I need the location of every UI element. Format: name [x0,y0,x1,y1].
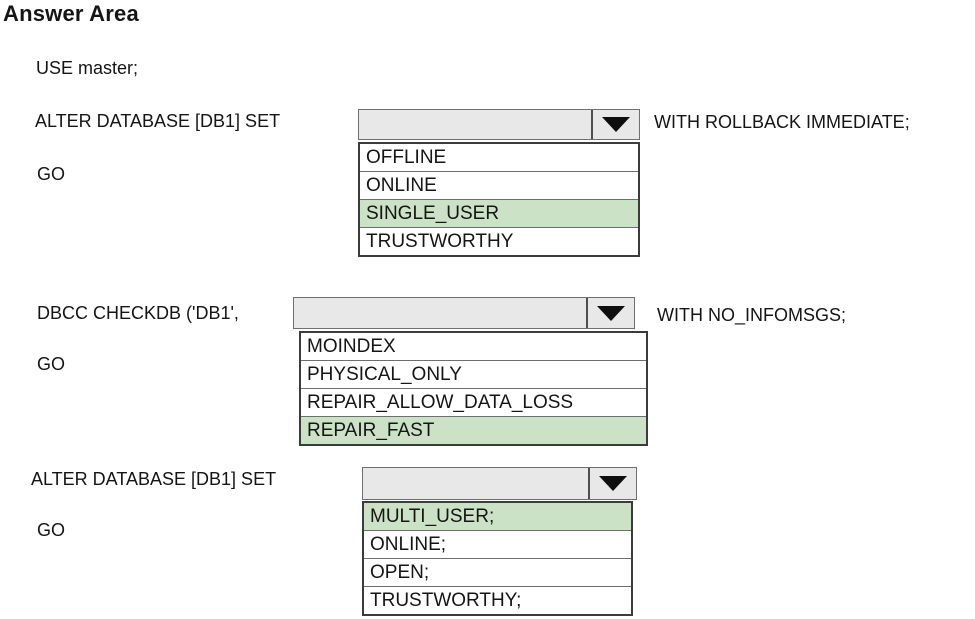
dropdown-option[interactable]: MULTI_USER; [364,503,631,530]
dropdown-option[interactable]: REPAIR_ALLOW_DATA_LOSS [301,388,646,416]
dropdown-option[interactable]: OPEN; [364,558,631,586]
dropdown-3-arrow-button[interactable] [588,468,636,499]
chevron-down-icon [599,476,627,491]
statement-go-3: GO [37,520,66,540]
statement-alter-database-2: ALTER DATABASE [DB1] SET [31,469,277,489]
dropdown-1-value[interactable] [359,110,591,139]
statement-with-rollback: WITH ROLLBACK IMMEDIATE; [654,112,910,132]
dropdown-3[interactable] [362,467,637,500]
page-title: Answer Area [3,1,139,26]
dropdown-option[interactable]: SINGLE_USER [360,199,638,227]
dropdown-option[interactable]: PHYSICAL_ONLY [301,360,646,388]
dropdown-option[interactable]: MOINDEX [307,336,396,357]
dropdown-3-options-list: MULTI_USER; ONLINE; OPEN; TRUSTWORTHY; [362,501,633,616]
statement-go-1: GO [37,164,66,184]
dropdown-2-arrow-button[interactable] [586,298,634,328]
statement-use-master: USE master; [36,58,139,78]
dropdown-option[interactable]: OFFLINE [366,147,447,168]
statement-dbcc-checkdb: DBCC CHECKDB ('DB1', [37,303,239,323]
dropdown-1[interactable] [358,109,640,140]
chevron-down-icon [597,305,625,321]
dropdown-1-arrow-button[interactable] [591,110,639,139]
dropdown-3-value[interactable] [363,468,588,499]
dropdown-2-value[interactable] [294,298,586,328]
dropdown-option[interactable]: ONLINE; [364,530,631,558]
dropdown-option[interactable]: REPAIR_FAST [301,416,646,444]
dropdown-option[interactable]: ONLINE [360,171,638,199]
statement-alter-database-1: ALTER DATABASE [DB1] SET [35,111,281,131]
dropdown-2[interactable] [293,297,635,329]
statement-with-no-infomsgs: WITH NO_INFOMSGS; [657,305,846,325]
chevron-down-icon [602,117,630,132]
dropdown-2-options-list: MOINDEX PHYSICAL_ONLY REPAIR_ALLOW_DATA_… [299,331,648,446]
dropdown-1-options-list: OFFLINE ONLINE SINGLE_USER TRUSTWORTHY [358,142,640,257]
statement-go-2: GO [37,354,66,374]
dropdown-option[interactable]: TRUSTWORTHY [360,227,638,255]
dropdown-option[interactable]: TRUSTWORTHY; [364,586,631,614]
